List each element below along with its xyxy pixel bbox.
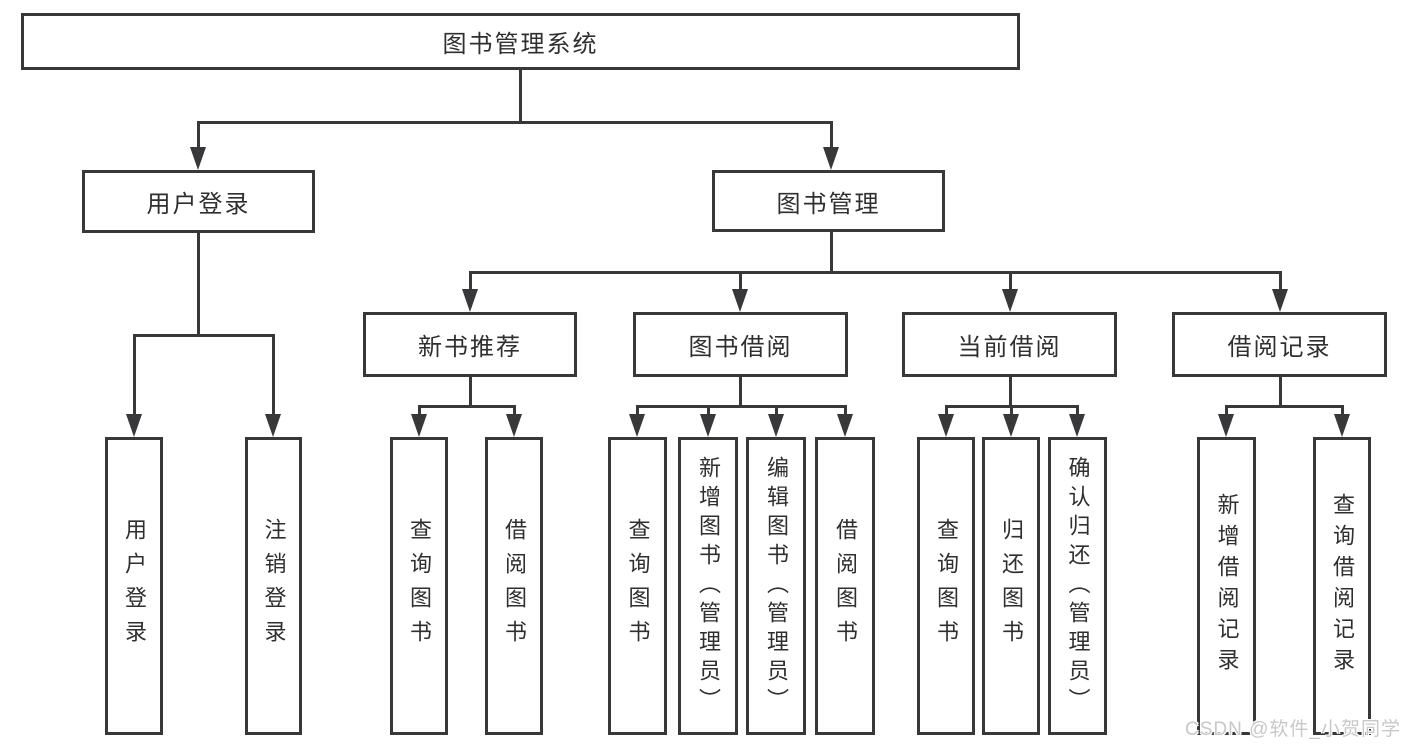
leaf-current-return-book-label: 归还图书 xyxy=(999,518,1024,654)
connector-line xyxy=(1279,375,1282,407)
connector-line xyxy=(636,405,846,408)
node-borrow-record: 借阅记录 xyxy=(1172,312,1387,377)
arrowhead-icon xyxy=(1272,289,1288,312)
connector-line xyxy=(197,121,200,149)
node-user-login-label: 用户登录 xyxy=(146,191,251,218)
leaf-current-confirm-return: 确认归还（管理员） xyxy=(1048,437,1107,735)
leaf-user-login: 用户登录 xyxy=(105,437,163,735)
leaf-record-query-record: 查询借阅记录 xyxy=(1313,437,1371,735)
leaf-record-add-record: 新增借阅记录 xyxy=(1197,437,1256,735)
arrowhead-icon xyxy=(506,414,522,437)
node-current-borrow: 当前借阅 xyxy=(902,312,1117,377)
connector-line xyxy=(418,405,516,408)
connector-line xyxy=(513,405,516,416)
connector-line xyxy=(197,231,200,337)
watermark: CSDN @软件_小贺同学 xyxy=(1185,719,1401,740)
connector-line xyxy=(469,271,472,291)
leaf-logout: 注销登录 xyxy=(245,437,302,735)
connector-line xyxy=(133,334,136,416)
connector-line xyxy=(1225,405,1228,416)
leaf-current-query-book-label: 查询图书 xyxy=(934,518,959,654)
leaf-record-query-record-label: 查询借阅记录 xyxy=(1330,493,1355,679)
leaf-borrow-edit-book: 编辑图书（管理员） xyxy=(746,437,806,735)
connector-line xyxy=(469,271,1282,274)
node-book-borrow: 图书借阅 xyxy=(633,312,848,377)
node-user-login: 用户登录 xyxy=(82,170,315,233)
connector-line xyxy=(1010,405,1013,416)
arrowhead-icon xyxy=(768,414,784,437)
connector-line xyxy=(739,271,742,291)
leaf-borrow-add-book: 新增图书（管理员） xyxy=(678,437,738,735)
leaf-borrow-add-book-label: 新增图书（管理员） xyxy=(696,455,721,717)
connector-line xyxy=(418,405,421,416)
connector-line xyxy=(636,405,639,416)
leaf-user-login-label: 用户登录 xyxy=(122,518,147,654)
node-book-management-label: 图书管理 xyxy=(776,190,881,218)
arrowhead-icon xyxy=(1003,414,1019,437)
connector-line xyxy=(1279,271,1282,291)
connector-line xyxy=(830,231,833,274)
arrowhead-icon xyxy=(1218,414,1234,437)
node-new-book-recommend: 新书推荐 xyxy=(363,312,577,377)
leaf-newbook-borrow-book-label: 借阅图书 xyxy=(502,518,527,654)
node-root-label: 图书管理系统 xyxy=(442,31,599,58)
node-book-borrow-label: 图书借阅 xyxy=(688,334,793,361)
connector-line xyxy=(133,334,275,337)
arrowhead-icon xyxy=(938,414,954,437)
connector-line xyxy=(844,405,847,416)
leaf-record-add-record-label: 新增借阅记录 xyxy=(1214,493,1240,679)
arrowhead-icon xyxy=(190,147,206,170)
connector-line xyxy=(1009,271,1012,291)
leaf-newbook-query-book-label: 查询图书 xyxy=(407,518,432,654)
leaf-current-confirm-return-label: 确认归还（管理员） xyxy=(1065,455,1091,717)
leaf-newbook-borrow-book: 借阅图书 xyxy=(485,437,543,735)
connector-line xyxy=(775,405,778,416)
arrowhead-icon xyxy=(732,289,748,312)
leaf-newbook-query-book: 查询图书 xyxy=(390,437,448,735)
leaf-borrow-borrow-book: 借阅图书 xyxy=(815,437,875,735)
node-current-borrow-label: 当前借阅 xyxy=(957,334,1062,361)
arrowhead-icon xyxy=(265,414,281,437)
arrowhead-icon xyxy=(1069,414,1085,437)
connector-line xyxy=(1009,375,1012,407)
arrowhead-icon xyxy=(1002,289,1018,312)
leaf-logout-label: 注销登录 xyxy=(261,518,287,654)
node-book-management: 图书管理 xyxy=(712,170,945,232)
arrowhead-icon xyxy=(700,414,716,437)
node-borrow-record-label: 借阅记录 xyxy=(1227,334,1332,361)
node-root: 图书管理系统 xyxy=(21,13,1020,70)
node-new-book-recommend-label: 新书推荐 xyxy=(418,334,522,361)
leaf-borrow-query-book: 查询图书 xyxy=(608,437,667,735)
connector-line xyxy=(739,375,742,407)
leaf-borrow-query-book-label: 查询图书 xyxy=(625,518,651,654)
arrowhead-icon xyxy=(1334,414,1350,437)
leaf-borrow-borrow-book-label: 借阅图书 xyxy=(833,518,858,654)
connector-line xyxy=(707,405,710,416)
connector-line xyxy=(1225,405,1343,408)
connector-line xyxy=(1341,405,1344,416)
arrowhead-icon xyxy=(462,289,478,312)
connector-line xyxy=(519,68,522,123)
arrowhead-icon xyxy=(837,414,853,437)
connector-line xyxy=(945,405,948,416)
connector-line xyxy=(197,121,833,124)
leaf-borrow-edit-book-label: 编辑图书（管理员） xyxy=(764,455,789,717)
leaf-current-query-book: 查询图书 xyxy=(917,437,975,735)
connector-line xyxy=(830,121,833,149)
connector-line xyxy=(272,334,275,416)
connector-line xyxy=(469,375,472,407)
arrowhead-icon xyxy=(411,414,427,437)
leaf-current-return-book: 归还图书 xyxy=(982,437,1040,735)
arrowhead-icon xyxy=(823,147,839,170)
connector-line xyxy=(1076,405,1079,416)
arrowhead-icon xyxy=(126,414,142,437)
arrowhead-icon xyxy=(629,414,645,437)
